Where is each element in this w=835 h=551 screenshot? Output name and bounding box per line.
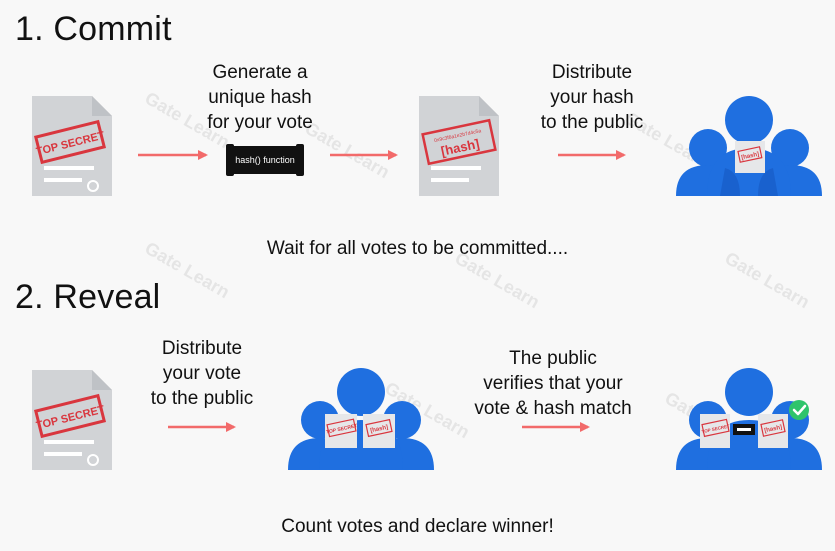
hash-function-label: hash() function xyxy=(235,155,295,165)
caption-line: to the public xyxy=(150,388,254,409)
top-secret-stamp-small-text: TOP SECRET xyxy=(701,423,730,434)
caption-line: Generate a xyxy=(212,62,308,83)
hash-stamp-small-text: [hash] xyxy=(370,425,389,435)
caption-line: verifies that your xyxy=(483,373,623,394)
document-icon xyxy=(32,96,112,196)
caption-line: your vote xyxy=(162,363,242,384)
caption-distribute-vote: Distribute your vote to the public xyxy=(132,336,272,411)
caption-line: vote & hash match xyxy=(474,398,632,419)
caption-distribute-hash: Distribute your hash to the public xyxy=(522,60,662,135)
caption-generate-hash: Generate a unique hash for your vote xyxy=(190,60,330,135)
hash-stamp-small-text: [hash] xyxy=(741,152,760,162)
caption-line: your hash xyxy=(550,87,634,108)
public-group-icon: TOP SECRET [hash] xyxy=(676,368,822,470)
reveal-heading: 2. Reveal xyxy=(15,278,161,316)
caption-line: for your vote xyxy=(207,112,313,133)
public-group-icon: [hash] xyxy=(676,96,822,196)
final-text: Count votes and declare winner! xyxy=(281,516,554,537)
document-icon xyxy=(32,370,112,470)
caption-line: to the public xyxy=(540,112,644,133)
caption-line: Distribute xyxy=(161,338,243,359)
hash-function-block: hash() function xyxy=(226,144,304,176)
caption-line: unique hash xyxy=(208,87,312,108)
caption-line: Distribute xyxy=(551,62,633,83)
commit-heading: 1. Commit xyxy=(15,10,172,48)
hash-stamp-small-text: [hash] xyxy=(764,425,783,435)
document-icon xyxy=(419,96,499,196)
wait-text: Wait for all votes to be committed.... xyxy=(266,238,569,259)
public-group-icon: TOP SECRET [hash] xyxy=(288,368,434,470)
caption-verify: The public verifies that your vote & has… xyxy=(463,346,643,421)
caption-line: The public xyxy=(509,348,597,369)
check-icon xyxy=(789,400,809,420)
